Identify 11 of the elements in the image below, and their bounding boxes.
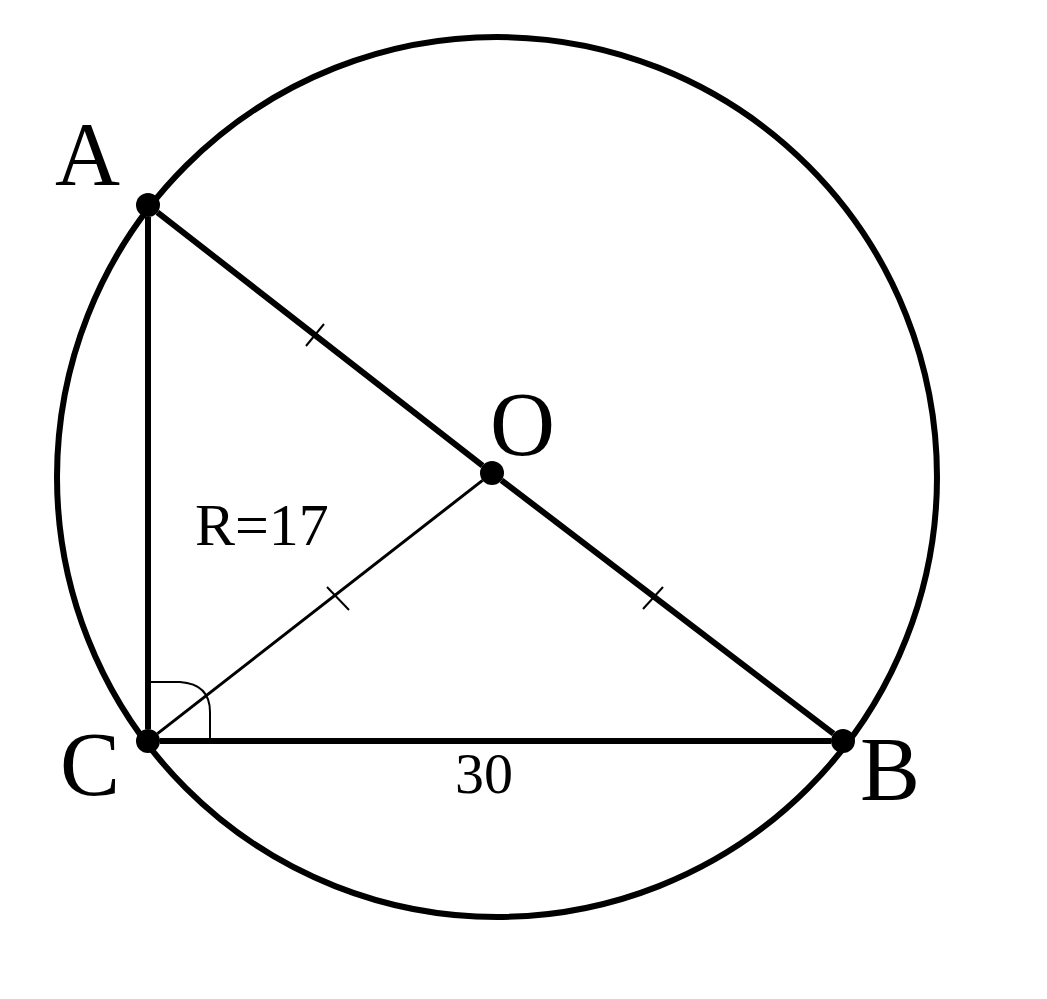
- point-label: A: [55, 110, 120, 200]
- line-segment: [156, 479, 484, 735]
- line-segment: [145, 217, 151, 729]
- measure-label: 30: [455, 745, 513, 803]
- measure-label: R=17: [195, 495, 329, 555]
- line-segment: [160, 738, 831, 744]
- point-label: B: [860, 725, 921, 815]
- line-segment: [155, 210, 485, 468]
- point-label: O: [490, 380, 555, 470]
- point-label: C: [60, 720, 121, 810]
- line-segment: [499, 477, 836, 737]
